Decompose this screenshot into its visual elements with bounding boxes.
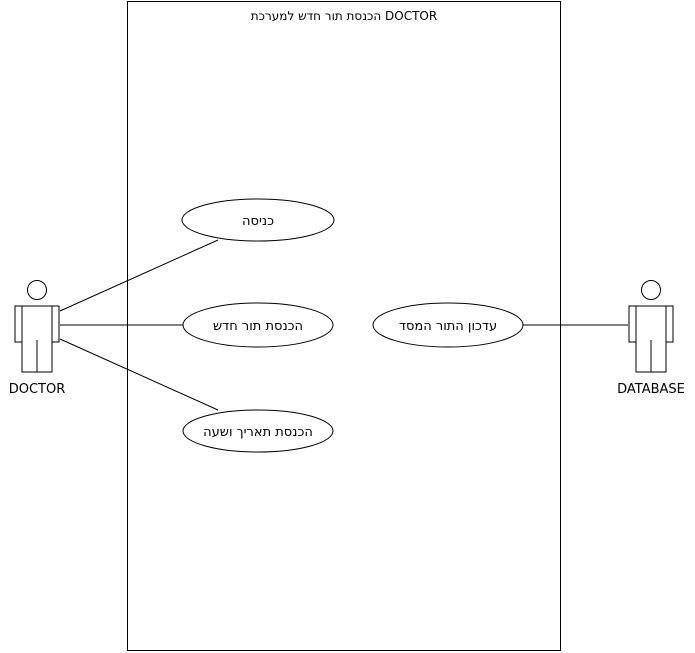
use-case-label: הכנסת תור חדש <box>213 319 303 334</box>
use-case-login[interactable]: כניסה <box>181 198 335 242</box>
use-case-label: עדכון התור המסד <box>399 319 497 334</box>
actor-database[interactable]: DATABASE <box>617 280 685 398</box>
use-case-label: הכנסת תאריך ושעה <box>203 425 313 440</box>
use-case-ellipse <box>372 302 524 348</box>
use-case-ellipse <box>182 302 334 348</box>
actor-label: DATABASE <box>617 382 685 397</box>
actor-label: DOCTOR <box>9 382 66 397</box>
use-case-ellipse <box>181 198 335 242</box>
actor-doctor[interactable]: DOCTOR <box>9 280 66 398</box>
system-title: הכנסת תור חדש למערכת DOCTOR <box>251 9 437 23</box>
use-case-label: כניסה <box>242 214 274 229</box>
association-doctor-date-time <box>59 338 219 411</box>
use-case-update-db[interactable]: עדכון התור המסד <box>372 302 524 348</box>
association-doctor-login <box>59 239 219 312</box>
use-case-date-time[interactable]: הכנסת תאריך ושעה <box>182 409 334 453</box>
use-case-new-appointment[interactable]: הכנסת תור חדש <box>182 302 334 348</box>
use-case-ellipse <box>182 409 334 453</box>
actor-figure-icon <box>14 280 60 373</box>
actor-figure-icon <box>628 280 674 373</box>
